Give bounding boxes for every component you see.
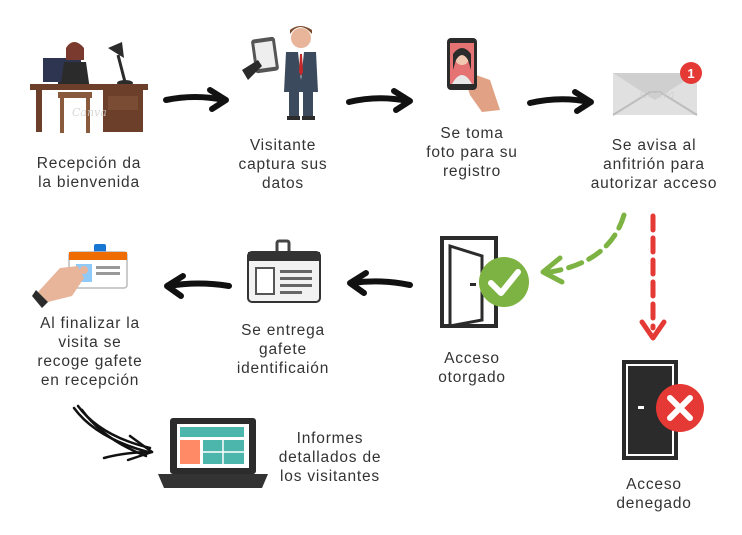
notification-badge: 1 — [687, 66, 694, 81]
svg-text:Canva: Canva — [72, 106, 107, 119]
arrow-photo-to-notify — [527, 89, 594, 114]
step-reports-label: Informes detallados de los visitantes — [278, 430, 382, 485]
arrow-reception-to-capture — [163, 87, 229, 112]
step-reception-label: Recepción da la bienvenida — [36, 155, 142, 191]
id-badge-icon — [247, 239, 321, 303]
arrows — [72, 87, 594, 462]
phone-selfie-icon — [447, 38, 500, 112]
step-badge-label: Se entrega gafete identificaión — [236, 322, 330, 377]
laptop-reports-icon — [158, 418, 268, 488]
step-granted-label: Acceso otorgado — [438, 350, 506, 386]
arrow-notify-to-granted — [540, 212, 627, 285]
arrow-granted-to-badge — [347, 270, 413, 296]
visitor-tablet-icon — [242, 26, 318, 120]
step-notify-label: Se avisa al anfitrión para autorizar acc… — [590, 137, 718, 192]
arrow-capture-to-photo — [346, 88, 413, 113]
arrow-notify-to-denied — [639, 213, 667, 341]
receptionist-desk-icon: Canva — [30, 42, 148, 133]
arrow-badge-to-collect — [164, 273, 232, 299]
hand-id-card-icon — [32, 244, 128, 308]
step-photo-label: Se toma foto para su registro — [426, 125, 518, 180]
arrow-collect-to-reports — [72, 404, 154, 462]
door-open-check-icon — [440, 236, 529, 328]
step-denied-label: Acceso denegado — [616, 476, 692, 512]
step-capture-label: Visitante captura sus datos — [238, 137, 328, 192]
door-closed-deny-icon — [622, 360, 704, 460]
envelope-notification-icon: 1 Canva — [612, 62, 702, 116]
step-collect-label: Al finalizar la visita se recoge gafete … — [37, 315, 143, 389]
svg-text:Canva: Canva — [640, 88, 675, 101]
